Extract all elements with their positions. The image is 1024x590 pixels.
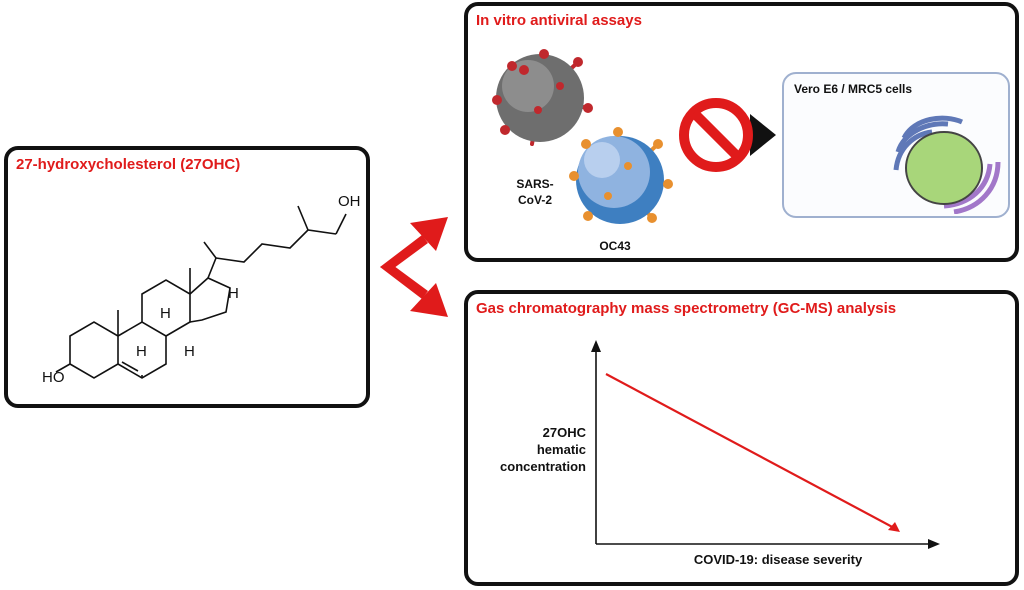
cholesterol-structure: HO OH H H H H: [42, 193, 361, 386]
y-axis-label: 27OHC hematic concentration: [500, 425, 586, 474]
gcms-panel-title: Gas chromatography mass spectrometry (GC…: [476, 300, 897, 317]
h-label-1: H: [228, 285, 239, 302]
ho-label: HO: [42, 369, 65, 386]
oh-label: OH: [338, 193, 361, 210]
virus-illustration: [492, 49, 776, 224]
oc43-label: OC43: [599, 239, 631, 253]
x-axis-arrow-icon: [928, 539, 940, 549]
prohibition-icon: [679, 98, 753, 172]
gcms-panel: Gas chromatography mass spectrometry (GC…: [464, 290, 1019, 586]
h-label-2: H: [160, 305, 171, 322]
cells-label: Vero E6 / MRC5 cells: [794, 82, 913, 96]
y-axis-arrow-icon: [591, 340, 601, 352]
sars-cov-2-virus-icon: [492, 49, 593, 146]
antiviral-assays-panel: In vitro antiviral assays: [464, 2, 1019, 262]
oc43-virus-icon: [569, 127, 673, 224]
cell-icon: [893, 115, 1001, 214]
x-axis-label: COVID-19: disease severity: [693, 552, 863, 567]
antiviral-panel-title: In vitro antiviral assays: [476, 12, 642, 29]
trend-plot: [591, 340, 940, 549]
molecule-panel: 27-hydroxycholesterol (27OHC) HO: [4, 146, 370, 408]
trend-line: [605, 373, 899, 531]
connector-arrows: [380, 217, 448, 317]
trend-arrow-icon: [888, 522, 900, 532]
h-label-3: H: [136, 343, 147, 360]
sars-cov-2-label: SARS- CoV-2: [516, 177, 554, 207]
molecule-panel-title: 27-hydroxycholesterol (27OHC): [16, 156, 241, 173]
h-label-4: H: [184, 343, 195, 360]
cells-box: Vero E6 / MRC5 cells: [782, 72, 1010, 218]
